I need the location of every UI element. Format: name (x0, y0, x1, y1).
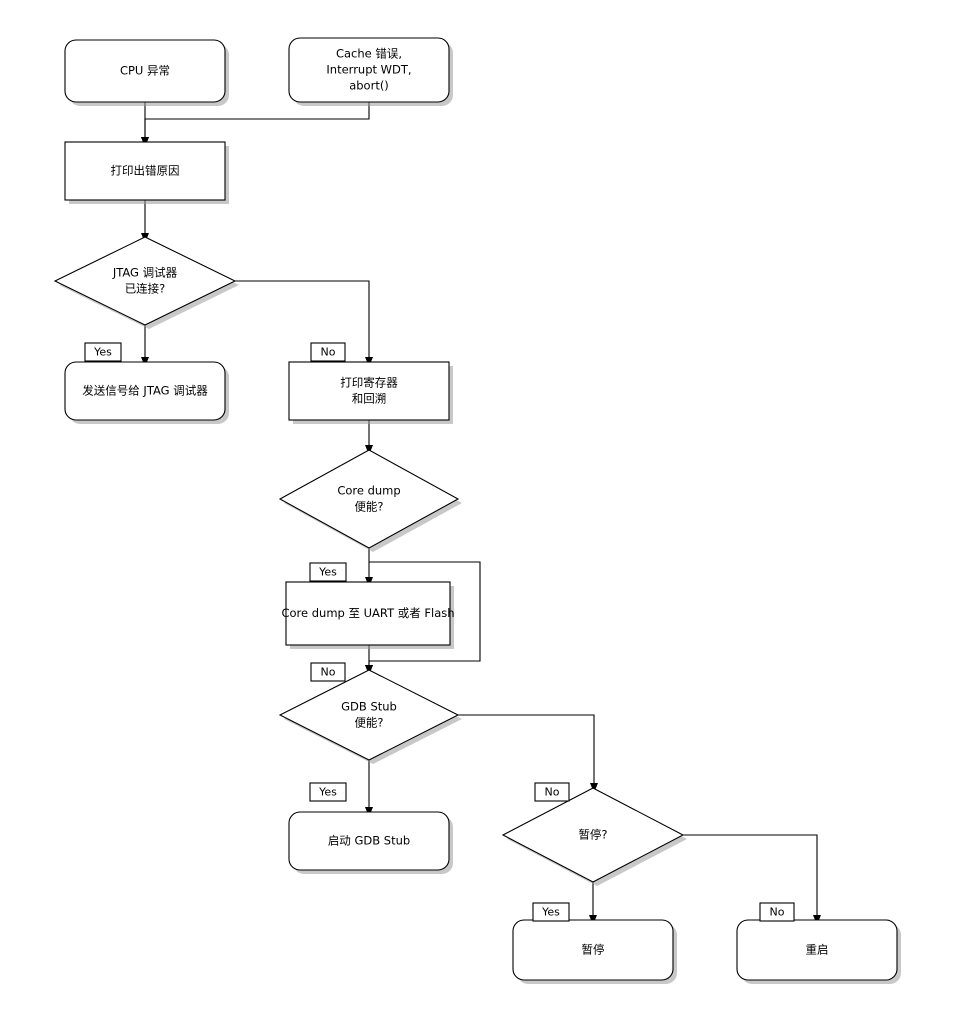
node-shape-diamond (278, 669, 460, 761)
node-label: 已连接? (125, 282, 166, 296)
node-shape-diamond (53, 236, 237, 326)
node-label: abort() (349, 79, 389, 93)
node-label: 重启 (806, 943, 829, 957)
node-shape-rounded-rect (64, 39, 226, 103)
edge-label-box (309, 782, 347, 802)
edge-label-box (310, 662, 346, 682)
edges-layer (141, 102, 821, 925)
node-label: JTAG 调试器 (112, 266, 178, 280)
node-shape-rounded-rect (736, 919, 898, 981)
node-shape-rect (285, 581, 451, 646)
edge-label-box (84, 342, 122, 362)
edge-label-box (534, 782, 570, 802)
edge-label-halt-decision-no-to-reboot: No (759, 902, 795, 922)
node-label: 暂停 (582, 943, 605, 957)
node-shape-diamond (501, 787, 685, 883)
edge-label-jtag-decision-no-to-print-registers: No (310, 342, 346, 362)
edge-label-text: No (545, 786, 560, 799)
node-label: Interrupt WDT, (326, 63, 411, 77)
node-shape-rounded-rect (64, 361, 226, 421)
edge-line (235, 280, 373, 367)
node-reboot: 重启 (736, 919, 901, 984)
edge-label-dump-action-to-gdb-decision: No (310, 662, 346, 682)
edge-gdb-decision-no-to-halt-decision (458, 714, 598, 793)
edge-label-box (759, 902, 795, 922)
node-shape-rounded-rect (288, 811, 450, 871)
edge-label-gdb-decision-no-to-halt-decision: No (534, 782, 570, 802)
edge-label-text: Yes (541, 906, 560, 919)
node-label: 便能? (354, 500, 383, 514)
node-label: 暂停? (578, 828, 607, 842)
node-label: 发送信号给 JTAG 调试器 (82, 384, 208, 398)
node-label: Core dump (337, 484, 400, 498)
node-shape-rounded-rect (512, 919, 674, 981)
node-send-signal-to-jtag: 发送信号给 JTAG 调试器 (64, 361, 229, 424)
node-shape-rect (64, 141, 226, 201)
node-label: Core dump 至 UART 或者 Flash (281, 606, 454, 620)
node-shape-rounded-rect (288, 37, 450, 103)
edge-label-text: Yes (93, 346, 112, 359)
node-label: 启动 GDB Stub (328, 834, 410, 848)
node-label: GDB Stub (341, 700, 397, 714)
node-cpu-exception: CPU 异常 (64, 39, 229, 106)
edge-line (683, 834, 821, 925)
edge-label-text: No (770, 906, 785, 919)
node-halt: 暂停 (512, 919, 677, 984)
node-label: 打印寄存器 (340, 376, 398, 390)
node-shape-rect (288, 361, 450, 421)
edge-label-core-dump-yes-to-dump-action: Yes (309, 562, 347, 582)
edge-label-jtag-decision-yes-to-send-signal: Yes (84, 342, 122, 362)
nodes-layer: CPU 异常 Cache 错误, Interrupt WDT, abort() 打印出错… (53, 37, 901, 984)
edge-label-box (309, 562, 347, 582)
edge-label-box (310, 342, 346, 362)
node-gdb-stub-enabled-decision: GDB Stub 便能? (278, 669, 462, 764)
node-core-dump-enabled-decision: Core dump 便能? (278, 449, 462, 552)
edge-label-text: No (321, 666, 336, 679)
edge-label-halt-decision-yes-to-halt: Yes (532, 902, 570, 922)
edge-label-gdb-decision-yes-to-start-gdb-stub: Yes (309, 782, 347, 802)
node-start-gdb-stub: 启动 GDB Stub (288, 811, 453, 874)
edge-label-box (532, 902, 570, 922)
edge-halt-decision-no-to-reboot (683, 834, 821, 925)
edge-jtag-decision-no-to-print-registers (235, 280, 373, 367)
edge-line (458, 714, 598, 793)
edge-cache-error-to-print-error (141, 102, 370, 147)
node-label: 便能? (354, 716, 383, 730)
edge-label-text: No (321, 346, 336, 359)
edge-label-text: Yes (318, 566, 337, 579)
node-cache-error: Cache 错误, Interrupt WDT, abort() (288, 37, 453, 106)
edge-label-text: Yes (318, 786, 337, 799)
node-print-error-reason: 打印出错原因 (64, 141, 229, 204)
node-label: 和回溯 (352, 392, 387, 406)
node-label: 打印出错原因 (111, 164, 180, 178)
node-halt-decision: 暂停? (501, 787, 687, 886)
node-label: CPU 异常 (120, 64, 170, 78)
node-label: Cache 错误, (336, 47, 402, 61)
node-shape-diamond (278, 449, 460, 549)
edge-line (141, 102, 370, 147)
node-core-dump-to-uart-flash: Core dump 至 UART 或者 Flash (281, 581, 455, 649)
